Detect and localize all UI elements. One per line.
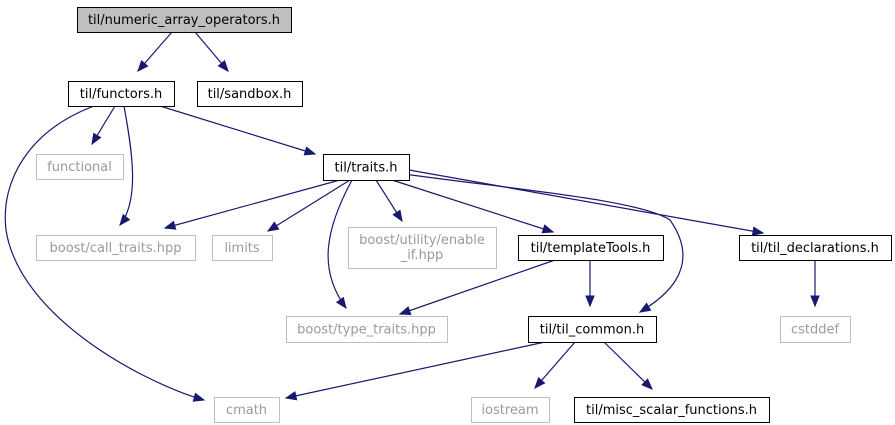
node-label: til/templateTools.h	[531, 241, 651, 256]
edge-templateTools-to-til_common	[585, 260, 595, 308]
edge-traits-to-templateTools	[391, 179, 555, 234]
edge-til_declarations-to-cstddef	[810, 260, 820, 308]
node-label-line: boost/utility/enable	[359, 233, 485, 248]
node-functional: functional	[36, 154, 124, 180]
edge-traits-to-type_traits	[327, 179, 353, 310]
edges-layer	[4, 31, 820, 402]
edge-numeric_array_operators-to-functors	[137, 31, 173, 73]
edge-templateTools-to-type_traits	[398, 259, 556, 316]
node-label: iostream	[481, 403, 538, 418]
nodes-layer: til/numeric_array_operators.h til/functor…	[36, 7, 892, 423]
edge-functors-to-call_traits	[119, 105, 134, 227]
edge-til_common-to-iostream	[534, 341, 576, 390]
edge-functors-to-cmath	[4, 105, 206, 402]
node-templateTools[interactable]: til/templateTools.h	[518, 235, 664, 261]
edge-til_common-to-cmath	[284, 341, 546, 401]
edge-traits-to-til_declarations	[408, 169, 765, 236]
edge-traits-to-limits	[266, 179, 351, 232]
node-enable-if: boost/utility/enable_if.hpp	[348, 227, 497, 269]
edge-til_common-to-misc_scalar_functions	[603, 341, 653, 390]
node-label: boost/type_traits.hpp	[297, 323, 436, 338]
node-label: limits	[224, 241, 260, 256]
node-numeric-array-operators[interactable]: til/numeric_array_operators.h	[77, 7, 292, 33]
node-label: cstddef	[791, 323, 840, 338]
node-label: til/functors.h	[80, 87, 162, 102]
node-label: til/til_declarations.h	[751, 241, 879, 256]
node-traits[interactable]: til/traits.h	[323, 154, 410, 181]
edge-traits-to-call_traits	[163, 179, 341, 230]
node-label: til/til_common.h	[540, 323, 645, 338]
node-til-common[interactable]: til/til_common.h	[528, 316, 657, 343]
edge-functors-to-traits	[159, 105, 317, 156]
node-til-declarations[interactable]: til/til_declarations.h	[739, 235, 892, 261]
edge-numeric_array_operators-to-sandbox	[194, 31, 229, 73]
node-misc-scalar-functions[interactable]: til/misc_scalar_functions.h	[574, 397, 770, 423]
node-label: til/traits.h	[335, 161, 398, 176]
edge-traits-to-enable_if	[375, 179, 403, 223]
node-label: til/numeric_array_operators.h	[88, 13, 280, 28]
node-sandbox[interactable]: til/sandbox.h	[197, 81, 303, 107]
node-label: cmath	[226, 403, 267, 418]
node-label: functional	[47, 160, 112, 175]
node-call-traits: boost/call_traits.hpp	[36, 235, 196, 261]
node-type-traits: boost/type_traits.hpp	[286, 316, 448, 343]
node-label: til/misc_scalar_functions.h	[586, 403, 757, 418]
edge-functors-to-functional	[91, 105, 116, 146]
node-functors[interactable]: til/functors.h	[68, 81, 175, 107]
node-label: boost/call_traits.hpp	[49, 241, 181, 256]
node-limits: limits	[212, 235, 273, 261]
node-iostream: iostream	[471, 397, 550, 423]
node-cmath: cmath	[214, 397, 280, 423]
node-label-line: _if.hpp	[400, 248, 444, 263]
node-label: til/sandbox.h	[208, 87, 292, 102]
node-cstddef: cstddef	[780, 316, 851, 343]
